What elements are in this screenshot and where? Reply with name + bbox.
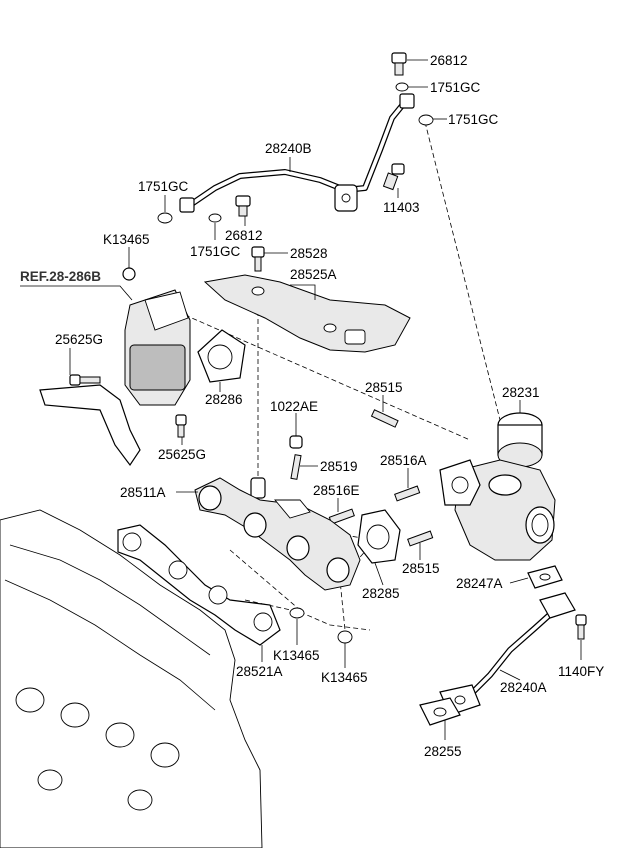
fasteners-top[interactable] bbox=[122, 52, 434, 281]
label-28240a: 28240A bbox=[500, 680, 547, 695]
turbocharger-28231[interactable] bbox=[439, 412, 556, 561]
bolts-25625g[interactable] bbox=[69, 374, 187, 438]
nut-k13465-a bbox=[122, 267, 136, 281]
leader-lines bbox=[20, 59, 582, 740]
bolt-head-26812-top bbox=[391, 52, 407, 64]
alignment-lines bbox=[184, 121, 501, 631]
washer-1751gc-b bbox=[418, 114, 434, 126]
label-26812-mid: 26812 bbox=[225, 228, 263, 243]
label-11403: 11403 bbox=[383, 200, 420, 215]
label-28511a: 28511A bbox=[120, 485, 166, 500]
catalytic-converter-ref[interactable] bbox=[39, 289, 191, 467]
label-28285: 28285 bbox=[362, 586, 400, 601]
label-28525a: 28525A bbox=[290, 267, 337, 282]
label-1751gc-d: 1751GC bbox=[190, 244, 241, 259]
label-28286: 28286 bbox=[205, 392, 243, 407]
gasket-28285[interactable] bbox=[357, 509, 401, 564]
label-28247a: 28247A bbox=[456, 576, 503, 591]
label-26812-top: 26812 bbox=[430, 53, 468, 68]
label-1751gc-c: 1751GC bbox=[138, 179, 189, 194]
heat-shield-28525a[interactable] bbox=[203, 274, 411, 353]
exhaust-manifold-28511a[interactable] bbox=[194, 477, 361, 591]
nut-k13465-c bbox=[337, 630, 353, 644]
stud-28515-b bbox=[407, 530, 434, 547]
engine-block-outline bbox=[0, 509, 263, 848]
label-1022ae: 1022AE bbox=[270, 399, 318, 414]
bolt-11403 bbox=[391, 163, 405, 175]
part-labels: 26812 1751GC 1751GC 28240B 1751GC 11403 … bbox=[20, 53, 604, 759]
label-25625g-a: 25625G bbox=[55, 332, 103, 347]
spacer bbox=[250, 477, 266, 499]
label-k13465-b: K13465 bbox=[273, 648, 320, 663]
nut-k13465-b bbox=[289, 607, 305, 619]
bolt-1140fy[interactable] bbox=[575, 614, 587, 640]
label-28528: 28528 bbox=[290, 246, 328, 261]
label-28521a: 28521A bbox=[236, 664, 283, 679]
stud-28516a bbox=[394, 485, 421, 502]
washer-1751gc-c bbox=[157, 212, 173, 224]
nut-1022ae bbox=[289, 435, 303, 449]
label-1751gc-b: 1751GC bbox=[448, 112, 499, 127]
label-28515-a: 28515 bbox=[365, 380, 403, 395]
manifold-gasket-28521a[interactable] bbox=[117, 524, 281, 646]
washer-1751gc-a bbox=[395, 82, 409, 92]
label-28231: 28231 bbox=[502, 385, 540, 400]
gasket-28247a[interactable] bbox=[527, 565, 563, 589]
label-25625g-b: 25625G bbox=[158, 447, 206, 462]
label-28516a: 28516A bbox=[380, 453, 427, 468]
gasket-28255[interactable] bbox=[419, 697, 461, 726]
stud-28515-a[interactable] bbox=[370, 409, 399, 428]
label-1751gc-a: 1751GC bbox=[430, 80, 481, 95]
oil-return-pipe-28240a[interactable] bbox=[439, 592, 576, 716]
label-1140fy: 1140FY bbox=[558, 664, 604, 679]
label-28516e: 28516E bbox=[313, 483, 360, 498]
label-k13465-c: K13465 bbox=[321, 670, 368, 685]
gasket-28286[interactable] bbox=[197, 329, 246, 383]
label-28515-b: 28515 bbox=[402, 561, 440, 576]
label-ref-28-286b: REF.28-286B bbox=[20, 269, 101, 284]
bolt-28528 bbox=[251, 246, 265, 258]
washer-1751gc-d bbox=[208, 213, 222, 223]
bolt-26812-mid bbox=[235, 195, 251, 207]
stud-28519 bbox=[290, 454, 302, 480]
oil-feed-pipe-28240b[interactable] bbox=[179, 93, 415, 213]
label-k13465-a: K13465 bbox=[103, 232, 150, 247]
label-28240b: 28240B bbox=[265, 141, 312, 156]
label-28255: 28255 bbox=[424, 744, 462, 759]
label-28519: 28519 bbox=[320, 459, 358, 474]
